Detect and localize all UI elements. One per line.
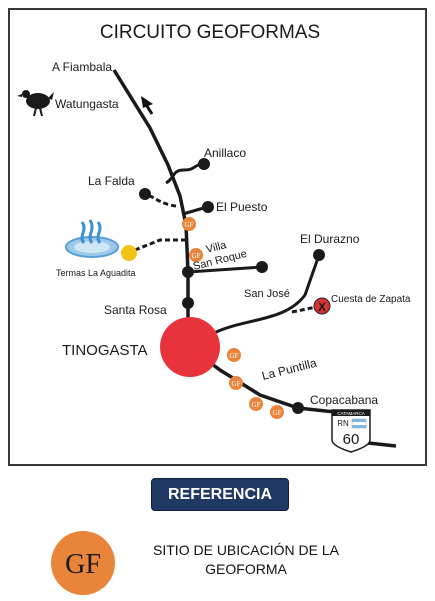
gf-marker: GF xyxy=(249,397,263,411)
label-el-durazno: El Durazno xyxy=(300,232,360,246)
road-anillaco xyxy=(165,162,205,185)
label-el-puesto: El Puesto xyxy=(216,200,268,214)
gf-marker: GF xyxy=(229,376,243,390)
el-durazno-dot xyxy=(313,249,325,261)
label-copacabana: Copacabana xyxy=(310,393,378,407)
label-tinogasta: TINOGASTA xyxy=(62,342,148,359)
svg-text:GF: GF xyxy=(65,549,101,580)
label-la-falda: La Falda xyxy=(88,174,135,188)
la-falda-dot xyxy=(139,188,151,200)
label-san-jose: San José xyxy=(244,288,290,300)
route-map: CIRCUITO GEOFORMAS X GF GF GF GF GF GF xyxy=(17,22,411,453)
road-termas xyxy=(129,238,186,254)
gf-marker: GF xyxy=(182,217,196,231)
tinogasta-circle xyxy=(160,317,220,377)
el-puesto-dot xyxy=(202,201,214,213)
copacabana-dot xyxy=(292,402,304,414)
bird-icon xyxy=(17,90,54,117)
hot-spring-icon xyxy=(65,219,119,258)
villa-san-roque-junction xyxy=(182,266,194,278)
label-villa: Villa xyxy=(205,239,229,256)
san-roque-dot xyxy=(256,261,268,273)
svg-text:X: X xyxy=(318,300,326,314)
svg-text:GF: GF xyxy=(273,409,282,417)
legend-line-2: GEOFORMA xyxy=(205,561,287,577)
gf-marker: GF xyxy=(227,348,241,362)
label-termas: Termas La Aguadita xyxy=(56,268,136,278)
route-60-sign: CATAMARCA RN 60 xyxy=(331,409,371,453)
legend-description: SITIO DE UBICACIÓN DE LA GEOFORMA xyxy=(146,541,346,579)
label-watungasta: Watungasta xyxy=(55,97,119,111)
svg-text:GF: GF xyxy=(192,252,201,260)
label-cuesta-zapata: Cuesta de Zapata xyxy=(331,294,411,305)
map-frame xyxy=(8,8,427,466)
legend-line-1: SITIO DE UBICACIÓN DE LA xyxy=(153,542,339,558)
svg-text:GF: GF xyxy=(232,380,241,388)
road-san-roque xyxy=(187,265,263,274)
road-la-falda xyxy=(144,192,177,208)
gf-marker: GF xyxy=(189,248,203,262)
map-title: CIRCUITO GEOFORMAS xyxy=(100,22,320,43)
label-a-fiambala: A Fiambala xyxy=(52,60,112,74)
svg-text:60: 60 xyxy=(343,431,360,448)
svg-text:CATAMARCA: CATAMARCA xyxy=(337,411,365,416)
svg-text:GF: GF xyxy=(230,352,239,360)
santa-rosa-dot xyxy=(182,297,194,309)
svg-text:GF: GF xyxy=(252,401,261,409)
north-arrow xyxy=(141,96,154,115)
label-santa-rosa: Santa Rosa xyxy=(104,303,167,317)
termas-dot xyxy=(121,245,137,261)
svg-text:GF: GF xyxy=(185,221,194,229)
referencia-button[interactable]: REFERENCIA xyxy=(151,478,289,511)
cuesta-zapata-marker: X xyxy=(313,297,331,315)
gf-marker: GF xyxy=(270,405,284,419)
main-road xyxy=(112,69,397,448)
label-anillaco: Anillaco xyxy=(204,146,246,160)
road-el-durazno xyxy=(213,254,321,335)
svg-text:RN: RN xyxy=(337,419,349,428)
anillaco-dot xyxy=(198,158,210,170)
label-la-puntilla: La Puntilla xyxy=(260,356,318,383)
gf-legend-icon: GF xyxy=(51,531,115,595)
